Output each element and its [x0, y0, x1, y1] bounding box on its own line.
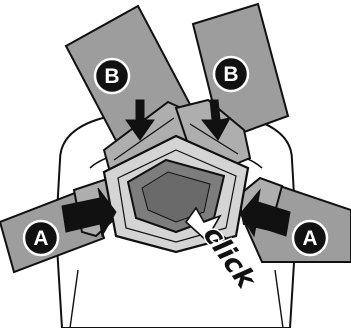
step-a-badge-left: A	[24, 221, 58, 255]
step-b-badge-left: B	[95, 59, 129, 93]
step-a-badge-right: A	[293, 221, 327, 255]
step-a-label-left: A	[33, 227, 48, 250]
step-b-badge-right: B	[214, 57, 248, 91]
step-a-label-right: A	[302, 227, 317, 250]
step-b-label-left: B	[104, 65, 119, 88]
step-b-label-right: B	[223, 63, 238, 86]
